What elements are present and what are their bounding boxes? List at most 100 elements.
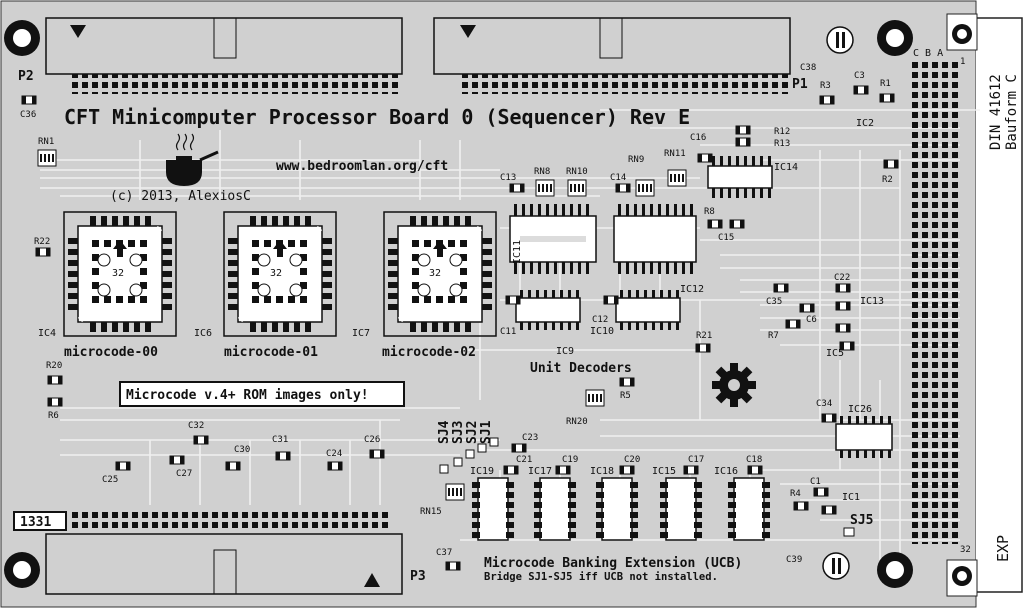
network-ref: RN20 xyxy=(566,417,588,427)
ic-ref: IC11 xyxy=(512,240,523,264)
resistor-ref: R7 xyxy=(768,331,779,341)
resistor-network xyxy=(585,389,605,407)
connector-label-P2: P2 xyxy=(18,69,34,84)
smd-part xyxy=(695,343,711,353)
bauform-label: Bauform C xyxy=(1004,74,1020,150)
cap-ref: C22 xyxy=(834,273,850,283)
smd-part xyxy=(853,85,869,95)
copyright-label: (c) 2013, AlexiosC xyxy=(110,189,251,204)
smd-part xyxy=(369,449,385,459)
resistor-ref: R13 xyxy=(774,139,790,149)
resistor-ref: R5 xyxy=(620,391,631,401)
fiducial-icon xyxy=(826,26,854,54)
cap-ref: C35 xyxy=(766,297,782,307)
cap-ref: C30 xyxy=(234,445,250,455)
cap-ref: C24 xyxy=(326,449,342,459)
chip-IC9 xyxy=(615,297,681,323)
ic-ref: IC2 xyxy=(856,118,874,129)
cap-ref: C17 xyxy=(688,455,704,465)
dip-chip xyxy=(534,477,576,541)
plcc-socket xyxy=(383,211,497,337)
cap-ref: C12 xyxy=(592,315,608,325)
ic-ref: IC17 xyxy=(528,466,552,477)
ucb-note: Bridge SJ1-SJ5 iff UCB not installed. xyxy=(484,571,718,583)
cap-ref: C11 xyxy=(500,327,516,337)
smd-part xyxy=(555,465,571,475)
ic-ref: IC10 xyxy=(590,326,614,337)
cap-ref: C13 xyxy=(500,173,516,183)
chip-IC12 xyxy=(613,215,697,263)
smd-part xyxy=(813,487,829,497)
smd-part xyxy=(735,125,751,135)
board-id-label: 1331 xyxy=(20,515,51,530)
cap-ref: C27 xyxy=(176,469,192,479)
ic-ref: IC1 xyxy=(842,492,860,503)
smd-part xyxy=(35,247,51,257)
cap-ref: C14 xyxy=(610,173,626,183)
smd-part xyxy=(839,341,855,351)
ic-ref: IC26 xyxy=(848,404,872,415)
din-label: DIN 41612 xyxy=(988,74,1004,150)
dip-chip xyxy=(728,477,770,541)
smd-part xyxy=(503,465,519,475)
ic-ref: IC9 xyxy=(556,346,574,357)
resistor-ref: R1 xyxy=(880,79,891,89)
cap-ref: C6 xyxy=(806,315,817,325)
plcc-socket xyxy=(223,211,337,337)
rom-label: microcode-00 xyxy=(64,345,158,360)
resistor-ref: R2 xyxy=(882,175,893,185)
resistor-network xyxy=(37,149,57,167)
smd-part xyxy=(505,295,521,305)
network-ref: RN11 xyxy=(664,149,686,159)
smd-part xyxy=(619,465,635,475)
mounting-hole xyxy=(877,552,913,588)
resistor-ref: R20 xyxy=(46,361,62,371)
resistor-network xyxy=(445,483,465,501)
cap-ref: C23 xyxy=(522,433,538,443)
ic-ref: IC14 xyxy=(774,162,798,173)
cap-ref: C1 xyxy=(810,477,821,487)
orientation-arrow-icon xyxy=(433,240,447,257)
smd-part xyxy=(47,397,63,407)
smd-part xyxy=(883,159,899,169)
network-ref: RN15 xyxy=(420,507,442,517)
rom-pin-count: 32 xyxy=(429,268,441,279)
cap-ref: C32 xyxy=(188,421,204,431)
rom-label: microcode-02 xyxy=(382,345,476,360)
smd-part xyxy=(697,153,713,163)
smd-part xyxy=(327,461,343,471)
ic-ref: IC4 xyxy=(38,328,56,339)
orientation-arrow-icon xyxy=(113,240,127,257)
jumper-ref: SJ3 xyxy=(451,421,466,444)
solder-jumper-group xyxy=(439,437,855,537)
cap-ref: C3 xyxy=(854,71,865,81)
smd-part xyxy=(615,183,631,193)
resistor-ref: R8 xyxy=(704,207,715,217)
smd-part xyxy=(21,95,37,105)
mounting-hole xyxy=(877,20,913,56)
open-hardware-gear-icon xyxy=(712,363,756,407)
rom-pin-count: 32 xyxy=(270,268,282,279)
dip-chip xyxy=(660,477,702,541)
smd-part xyxy=(707,219,723,229)
fiducial-icon xyxy=(822,552,850,580)
smd-part xyxy=(275,451,291,461)
cap-ref: C20 xyxy=(624,455,640,465)
network-ref: RN8 xyxy=(534,167,550,177)
cap-ref: C26 xyxy=(364,435,380,445)
smd-part xyxy=(819,95,835,105)
smd-part xyxy=(509,183,525,193)
resistor-ref: R22 xyxy=(34,237,50,247)
chip-IC11 xyxy=(509,215,597,263)
ic-ref: IC7 xyxy=(352,328,370,339)
notice-box xyxy=(119,381,405,407)
unit-decoders-label: Unit Decoders xyxy=(530,361,632,376)
smd-part xyxy=(793,501,809,511)
chip-IC10 xyxy=(515,297,581,323)
board-title: CFT Minicomputer Processor Board 0 (Sequ… xyxy=(64,105,690,129)
smd-part xyxy=(821,413,837,423)
smd-part xyxy=(785,319,801,329)
smd-part xyxy=(193,435,209,445)
ic-ref: IC12 xyxy=(680,284,704,295)
